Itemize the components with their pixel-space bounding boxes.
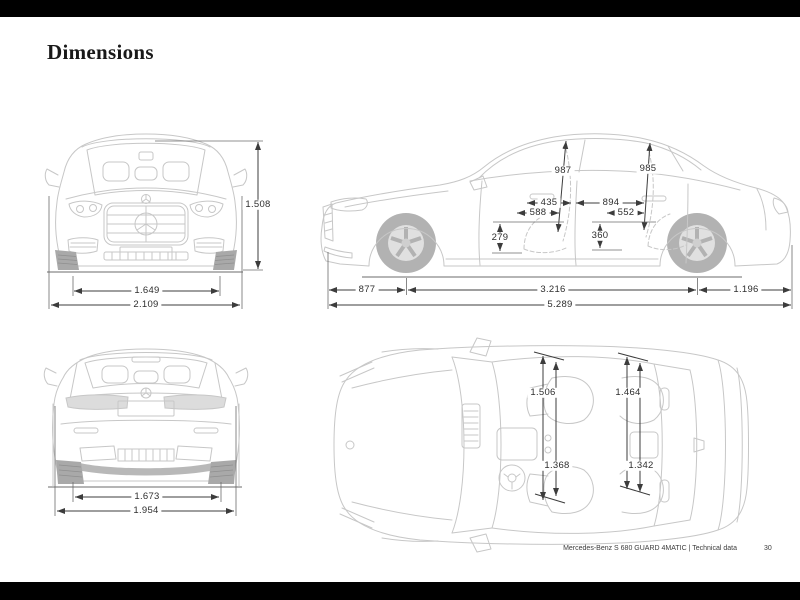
dim-label-front-floor-to-seat: 279 [488, 232, 512, 244]
footer-model-text: Mercedes-Benz S 680 GUARD 4MATIC | Techn… [563, 545, 737, 552]
dim-label-rear-upper-clearance: 894 [599, 197, 623, 209]
side-view-illustration [320, 133, 791, 278]
letterbox-bottom [0, 582, 800, 600]
dim-label-wheelbase: 3.216 [537, 284, 569, 296]
dim-label-front-upper-clearance: 435 [537, 197, 561, 209]
footer-page-number: 30 [764, 545, 772, 552]
dim-label-rear-body-width: 1.954 [130, 505, 162, 517]
dim-label-rear-mid-clearance: 552 [614, 207, 638, 219]
dim-label-rear-cabin-height: 985 [636, 163, 660, 175]
dim-label-front-width-outer: 1.506 [527, 387, 559, 399]
front-view-illustration [44, 133, 248, 273]
dim-label-overall-width: 2.109 [130, 299, 162, 311]
dim-label-rear-floor-to-seat: 360 [588, 230, 612, 242]
page-title: Dimensions [47, 40, 154, 65]
letterbox-top [0, 0, 800, 17]
dim-label-front-width-inner: 1.368 [541, 460, 573, 472]
dim-label-rear-width-outer: 1.464 [612, 387, 644, 399]
dim-label-front-cabin-height: 987 [551, 165, 575, 177]
top-view-illustration [333, 337, 749, 553]
dim-label-rear-track: 1.673 [131, 491, 163, 503]
dim-label-front-track: 1.649 [131, 285, 163, 297]
dim-label-front-mid-clearance: 588 [526, 207, 550, 219]
dim-label-front-overhang: 877 [355, 284, 379, 296]
dim-label-overall-height: 1.508 [242, 199, 274, 211]
dim-label-rear-width-inner: 1.342 [625, 460, 657, 472]
rear-view-illustration [43, 348, 249, 488]
dim-label-overall-length: 5.289 [544, 299, 576, 311]
dim-label-rear-overhang: 1.196 [730, 284, 762, 296]
